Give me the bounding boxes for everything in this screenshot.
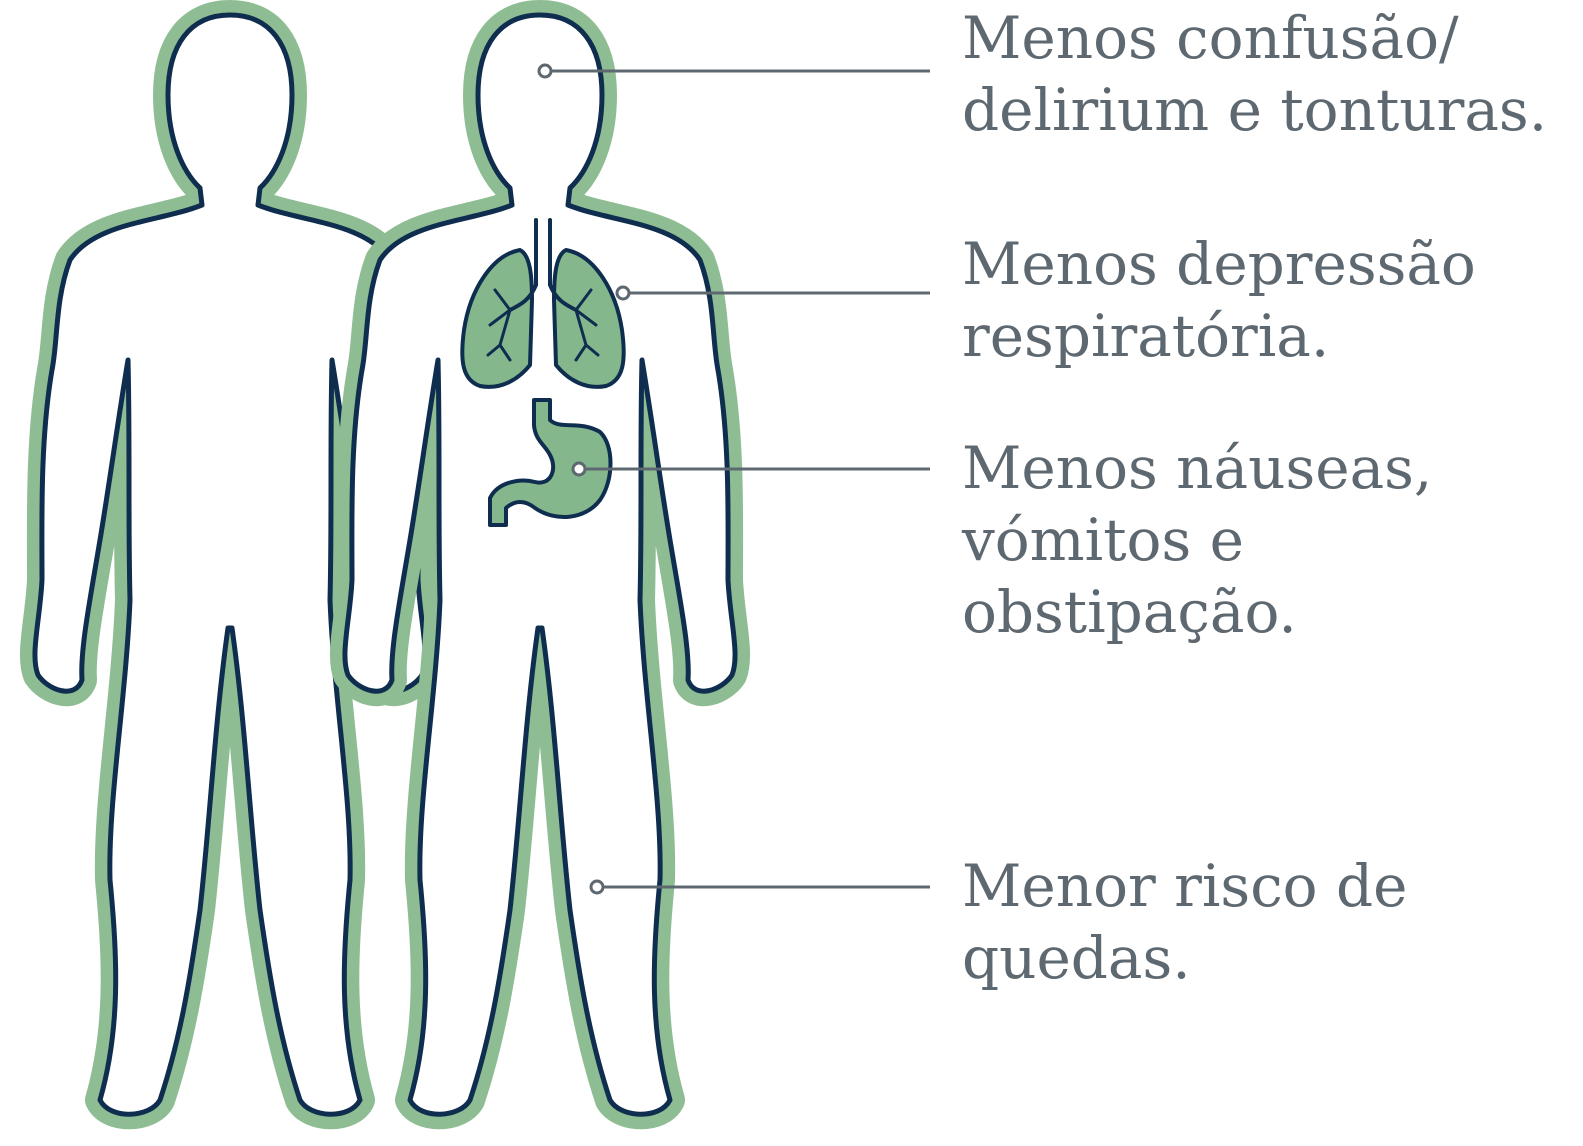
- stomach-icon: [488, 398, 613, 527]
- callout-respiration-line-2: respiratória.: [962, 302, 1330, 370]
- leader-line-digestion: [571, 461, 930, 477]
- marker-cognition: [537, 63, 553, 79]
- callout-falls-line-1: Menor risco de: [962, 852, 1408, 920]
- lungs-icon: [460, 218, 626, 389]
- callout-cognition-line-1: Menos confusão/: [962, 4, 1459, 72]
- leader-line-cognition: [537, 63, 930, 79]
- marker-respiration: [615, 285, 631, 301]
- leader-line-falls: [589, 879, 930, 895]
- leader-line-respiration: [615, 285, 930, 301]
- callout-digestion-line-3: obstipação.: [962, 578, 1297, 646]
- callout-digestion-line-1: Menos náuseas,: [962, 434, 1433, 502]
- callout-respiration: Menos depressão respiratória.: [962, 228, 1476, 372]
- callout-cognition-line-2: delirium e tonturas.: [962, 76, 1548, 144]
- callout-respiration-line-1: Menos depressão: [962, 230, 1476, 298]
- callout-falls: Menor risco de quedas.: [962, 850, 1407, 994]
- callout-digestion: Menos náuseas, vómitos e obstipação.: [962, 432, 1432, 648]
- body-figure-right: [345, 15, 735, 1114]
- callout-falls-line-2: quedas.: [962, 924, 1191, 992]
- marker-digestion: [571, 461, 587, 477]
- marker-falls: [589, 879, 605, 895]
- callout-cognition: Menos confusão/ delirium e tonturas.: [962, 2, 1547, 146]
- callout-digestion-line-2: vómitos e: [962, 506, 1244, 574]
